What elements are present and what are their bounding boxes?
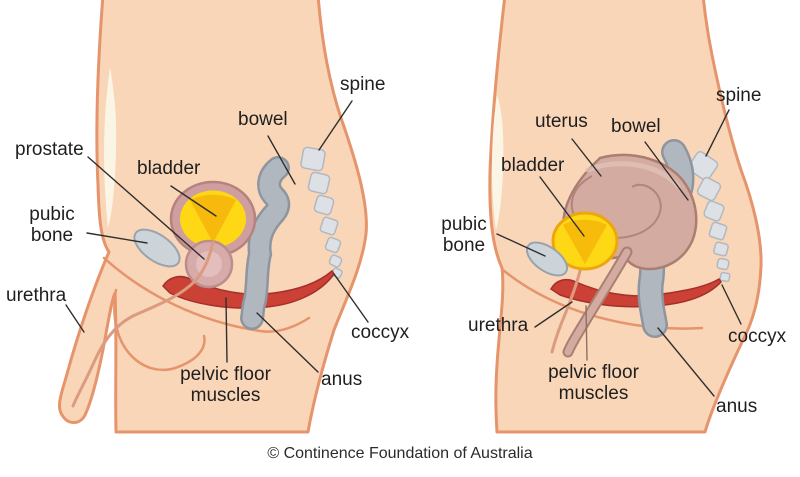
female-uterus-highlight xyxy=(585,161,681,189)
female-pelvic-floor-leader xyxy=(585,305,588,361)
label-female-bowel: bowel xyxy=(611,116,661,137)
label-male-coccyx: coccyx xyxy=(351,322,410,343)
label-female-coccyx: coccyx xyxy=(728,326,787,347)
label-female-anus: anus xyxy=(716,396,758,417)
male-figure xyxy=(58,0,368,434)
female-spine xyxy=(687,150,731,283)
female-uterus-leader xyxy=(571,138,602,177)
female-figure xyxy=(488,0,763,434)
male-bowel xyxy=(240,156,291,330)
female-pubic-bone xyxy=(525,241,569,277)
male-pubic-bone-leader xyxy=(86,232,148,244)
female-urethra-tube xyxy=(550,256,585,354)
female-pubic-bone-leader xyxy=(496,233,546,257)
male-bowel-leader xyxy=(267,135,296,185)
male-thigh-crease xyxy=(102,256,311,333)
female-spine-leader xyxy=(705,109,730,157)
label-male-prostate: prostate xyxy=(15,139,84,160)
male-prostate-leader xyxy=(87,156,205,260)
label-male-anus: anus xyxy=(321,369,363,390)
female-bowel-leader xyxy=(644,141,689,201)
male-urethra-tube xyxy=(71,240,215,408)
label-male-bowel: bowel xyxy=(238,109,288,130)
male-bladder-leader xyxy=(170,185,217,217)
male-anus-leader xyxy=(256,312,319,373)
female-urethra-leader xyxy=(534,301,573,328)
label-female-urethra: urethra xyxy=(468,315,529,336)
label-female-pelvic-floor-muscles: pelvic floor muscles xyxy=(548,362,639,404)
female-uterus-inner-line xyxy=(571,175,662,239)
male-pubic-bone xyxy=(133,228,181,268)
female-bladder-shading xyxy=(563,219,607,264)
female-skin-highlight xyxy=(491,95,504,230)
male-urethra-leader xyxy=(65,304,85,333)
leader-lines xyxy=(65,100,742,397)
label-female-uterus: uterus xyxy=(535,111,588,132)
label-female-pubic-bone: pubic bone xyxy=(441,214,487,256)
copyright-text: © Continence Foundation of Australia xyxy=(267,445,533,462)
female-coccyx-leader xyxy=(721,284,742,325)
male-coccyx-leader xyxy=(333,273,369,323)
label-male-pelvic-floor-muscles: pelvic floor muscles xyxy=(180,364,271,406)
label-male-bladder: bladder xyxy=(137,158,201,179)
male-spine xyxy=(300,146,343,279)
female-bladder-leader xyxy=(539,176,585,237)
male-spine-leader xyxy=(318,100,353,151)
male-skin-highlight xyxy=(104,68,117,228)
label-female-spine: spine xyxy=(716,85,762,106)
label-female-bladder: bladder xyxy=(501,155,565,176)
female-anus-leader xyxy=(657,327,715,397)
label-male-urethra: urethra xyxy=(6,285,67,306)
label-male-spine: spine xyxy=(340,74,386,95)
label-male-pubic-bone: pubic bone xyxy=(29,204,75,246)
male-pelvic-floor-leader xyxy=(225,297,228,363)
female-thigh-crease xyxy=(501,268,704,330)
